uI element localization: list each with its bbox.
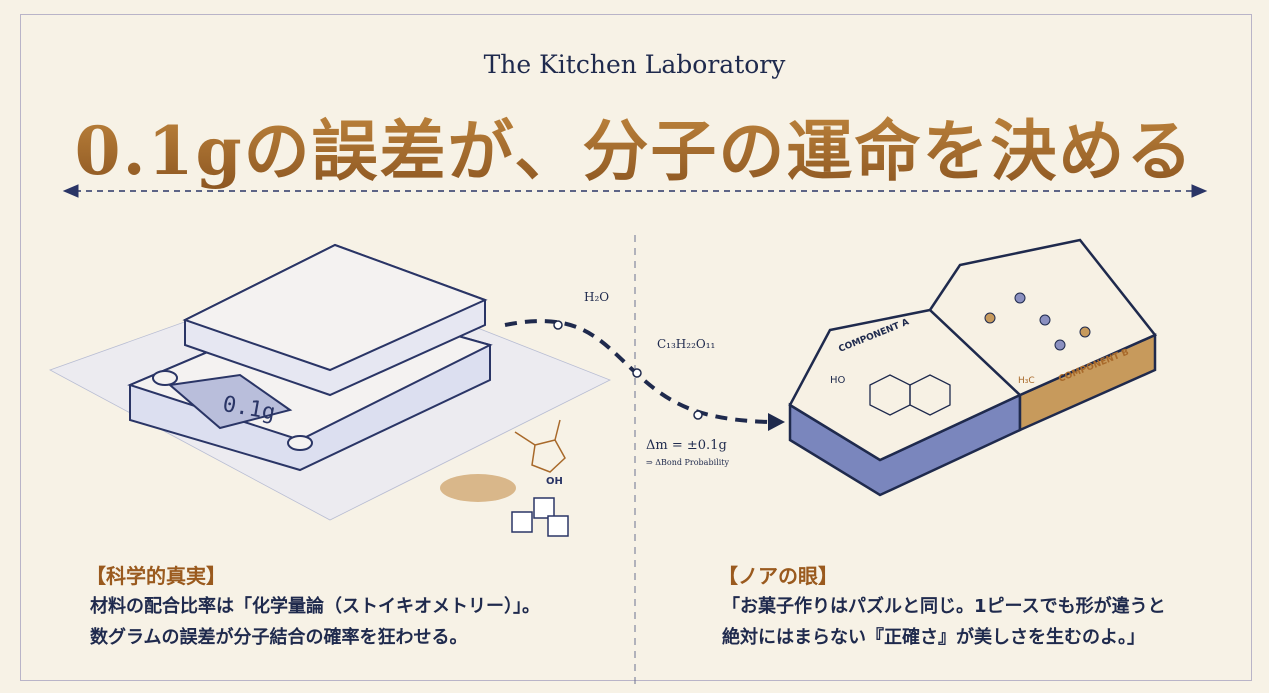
formula-water: H₂O	[584, 290, 610, 304]
page-frame	[20, 14, 1252, 681]
right-panel-body: 「お菓子作りはパズルと同じ。1ピースでも形が違うと 絶対にはまらない『正確さ』が…	[722, 591, 1166, 653]
sugar-pile	[440, 474, 516, 502]
right-panel-heading: 【ノアの眼】	[718, 564, 838, 588]
atom-oh-label: OH	[546, 476, 563, 487]
header-divider-arrow	[62, 184, 1208, 198]
left-panel-line: 材料の配合比率は「化学量論（ストイキオメトリー）」。	[90, 596, 540, 617]
subtitle: The Kitchen Laboratory	[483, 50, 786, 79]
formula-sugar: C₁₃H₂₂O₁₁	[657, 337, 716, 351]
page-title: 0.1gの誤差が、分子の運命を決める	[0, 98, 1269, 194]
delta-mass: Δm = ±0.1g	[646, 438, 727, 453]
left-panel-line: 数グラムの誤差が分子結合の確率を狂わせる。	[90, 627, 468, 648]
molecule-b	[984, 292, 1091, 351]
sugar-cubes	[511, 497, 569, 537]
right-panel-line: 「お菓子作りはパズルと同じ。1ピースでも形が違うと	[722, 596, 1166, 617]
right-panel-line: 絶対にはまらない『正確さ』が美しさを生むのよ。」	[722, 627, 1145, 648]
left-panel-heading: 【科学的真実】	[86, 564, 226, 588]
atom-h3c-label: H₃C	[1018, 376, 1035, 386]
bond-probability: ⇒ ΔBond Probability	[646, 458, 729, 467]
atom-ho-label: HO	[830, 375, 846, 386]
molecule-left	[514, 419, 566, 473]
kitchen-scale	[127, 243, 493, 472]
molecule-right	[869, 374, 951, 416]
left-panel-body: 材料の配合比率は「化学量論（ストイキオメトリー）」。 数グラムの誤差が分子結合の…	[90, 591, 540, 653]
